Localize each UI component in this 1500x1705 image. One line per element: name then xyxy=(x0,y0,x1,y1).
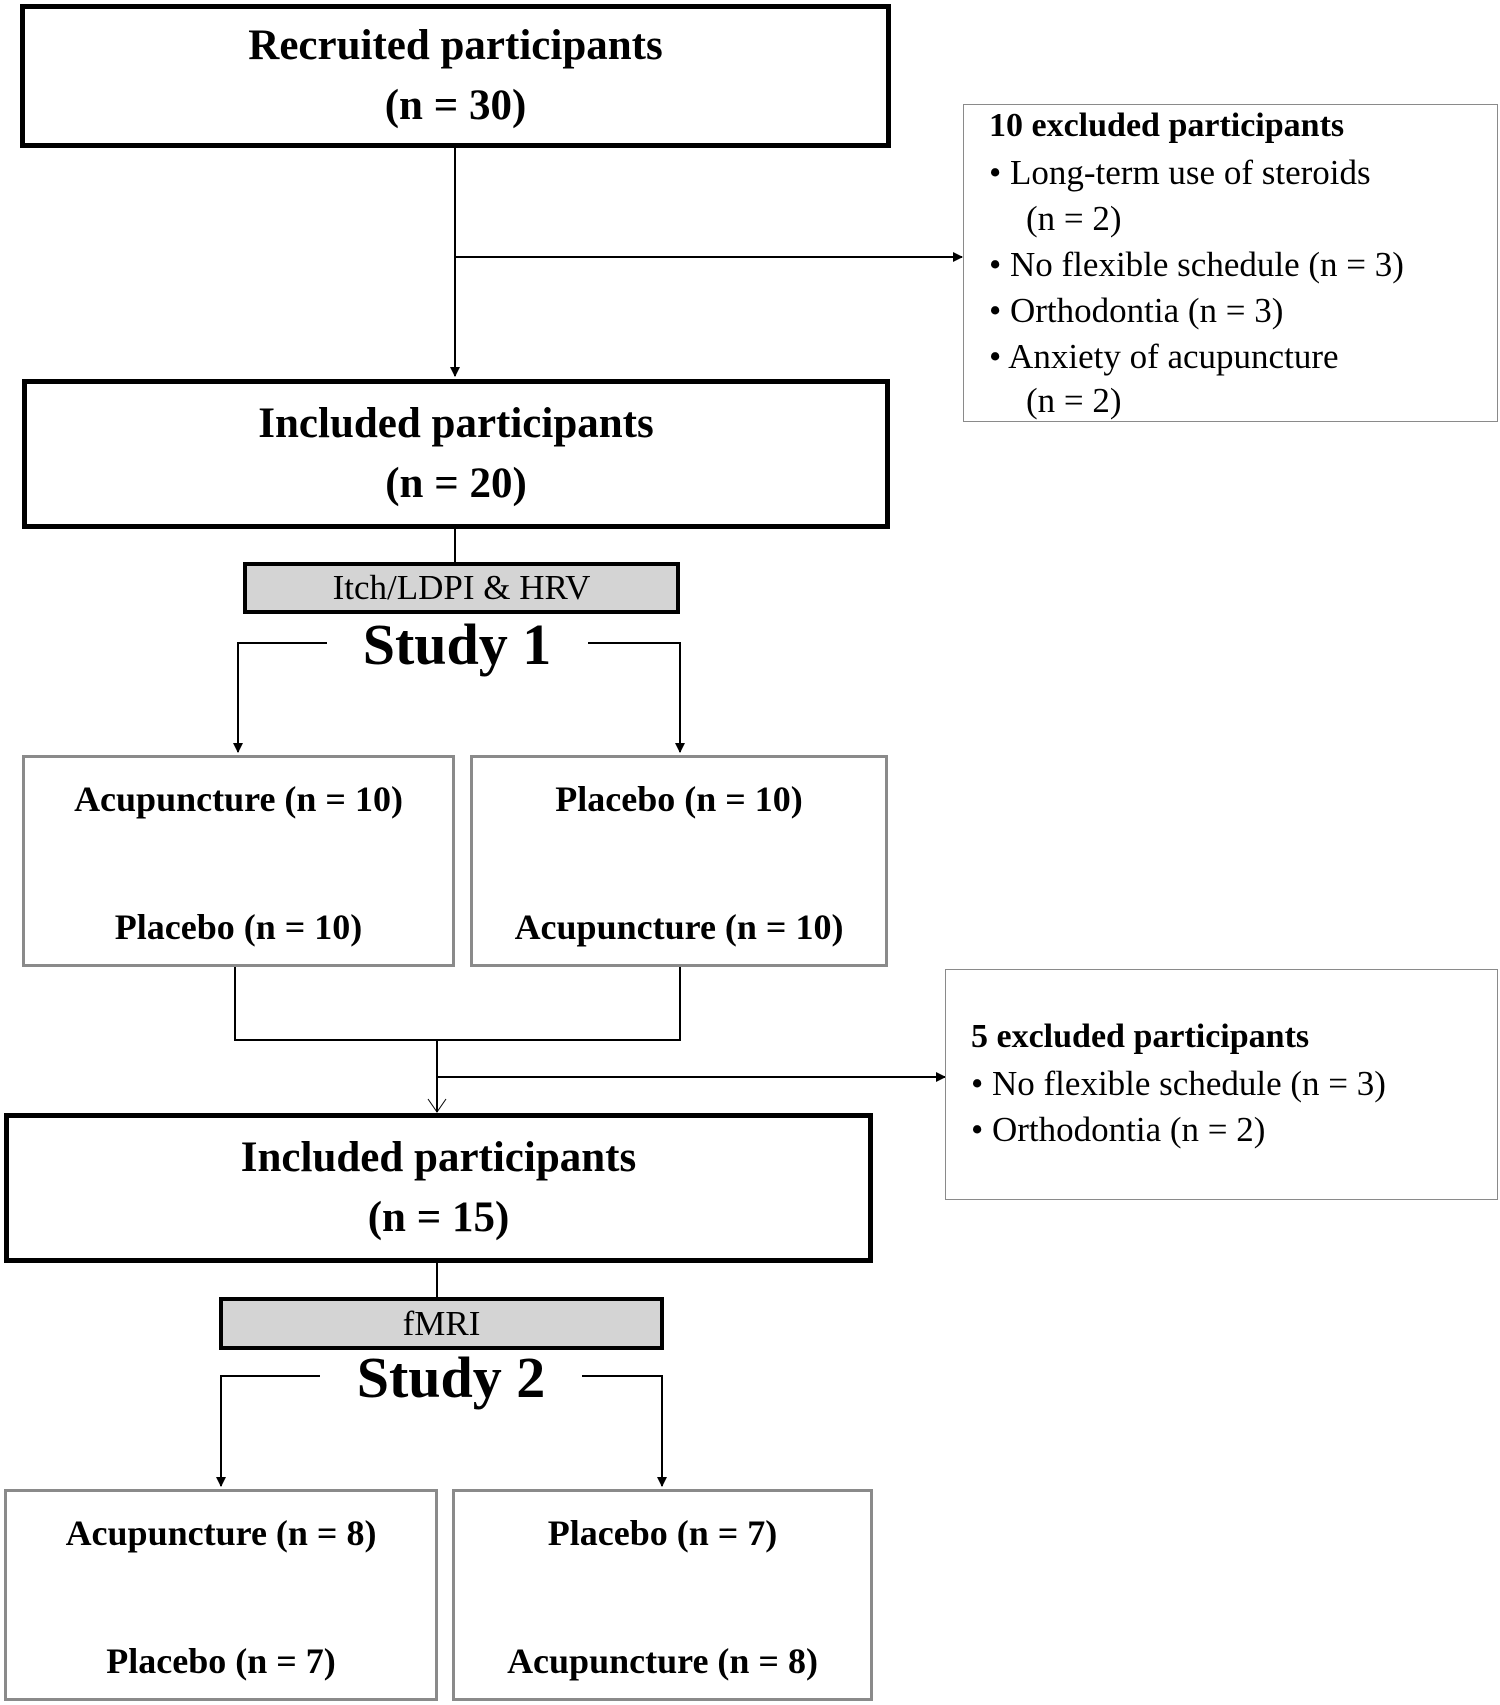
excluded-2-title: 5 excluded participants xyxy=(971,1018,1310,1055)
excluded-2-item: • No flexible schedule (n = 3) xyxy=(971,1064,1386,1103)
excluded-box-2: 5 excluded participants • No flexible sc… xyxy=(945,969,1498,1200)
recruited-box: Recruited participants (n = 30) xyxy=(20,4,891,148)
arrow-study2-right xyxy=(582,1375,667,1487)
excluded-1-item: • Long-term use of steroids xyxy=(989,153,1371,192)
excluded-1-item: (n = 2) xyxy=(1026,199,1122,238)
arm-second-label: Acupuncture (n = 10) xyxy=(514,907,844,947)
recruited-count: (n = 30) xyxy=(384,82,527,129)
study-1-arm-left: Acupuncture (n = 10) Placebo (n = 10) xyxy=(22,755,455,967)
arm-second-label: Acupuncture (n = 8) xyxy=(507,1641,818,1681)
measure-bar-2: fMRI xyxy=(219,1297,664,1350)
arrow-study1-right xyxy=(588,642,685,753)
measure-bar-1: Itch/LDPI & HRV xyxy=(243,562,680,614)
excluded-1-item: • No flexible schedule (n = 3) xyxy=(989,245,1404,284)
included-2-count: (n = 15) xyxy=(367,1194,510,1241)
merge-lines xyxy=(234,966,681,1041)
arm-first-label: Placebo (n = 7) xyxy=(547,1513,778,1553)
study-1-label: Study 1 xyxy=(362,612,552,677)
included-1-count: (n = 20) xyxy=(385,460,527,507)
arm-second-label: Placebo (n = 10) xyxy=(114,907,363,947)
included-2-title: Included participants xyxy=(240,1134,637,1181)
included-1-title: Included participants xyxy=(258,400,654,447)
measure-1-label: Itch/LDPI & HRV xyxy=(332,568,591,607)
arm-first-label: Acupuncture (n = 10) xyxy=(74,779,403,819)
included-box-2: Included participants (n = 15) xyxy=(4,1113,873,1263)
excluded-1-item: • Orthodontia (n = 3) xyxy=(989,291,1284,330)
excluded-2-item: • Orthodontia (n = 2) xyxy=(971,1110,1266,1149)
excluded-box-1: 10 excluded participants • Long-term use… xyxy=(963,104,1498,422)
study-2-arm-left: Acupuncture (n = 8) Placebo (n = 7) xyxy=(4,1489,438,1701)
measure-2-label: fMRI xyxy=(402,1303,481,1343)
study-2-arm-right: Placebo (n = 7) Acupuncture (n = 8) xyxy=(452,1489,873,1701)
arm-second-label: Placebo (n = 7) xyxy=(106,1641,336,1681)
study-1-arm-right: Placebo (n = 10) Acupuncture (n = 10) xyxy=(470,755,888,967)
excluded-1-item: (n = 2) xyxy=(1026,381,1122,420)
recruited-title: Recruited participants xyxy=(248,22,663,69)
arm-first-label: Acupuncture (n = 8) xyxy=(65,1513,377,1553)
arrow-study2-left xyxy=(216,1375,320,1487)
arm-first-label: Placebo (n = 10) xyxy=(555,779,803,819)
included-box-1: Included participants (n = 20) xyxy=(22,379,890,529)
excluded-1-item: • Anxiety of acupuncture xyxy=(989,337,1339,376)
arrow-study1-left xyxy=(233,642,327,753)
study-2-label: Study 2 xyxy=(356,1345,546,1410)
excluded-1-title: 10 excluded participants xyxy=(989,107,1345,144)
